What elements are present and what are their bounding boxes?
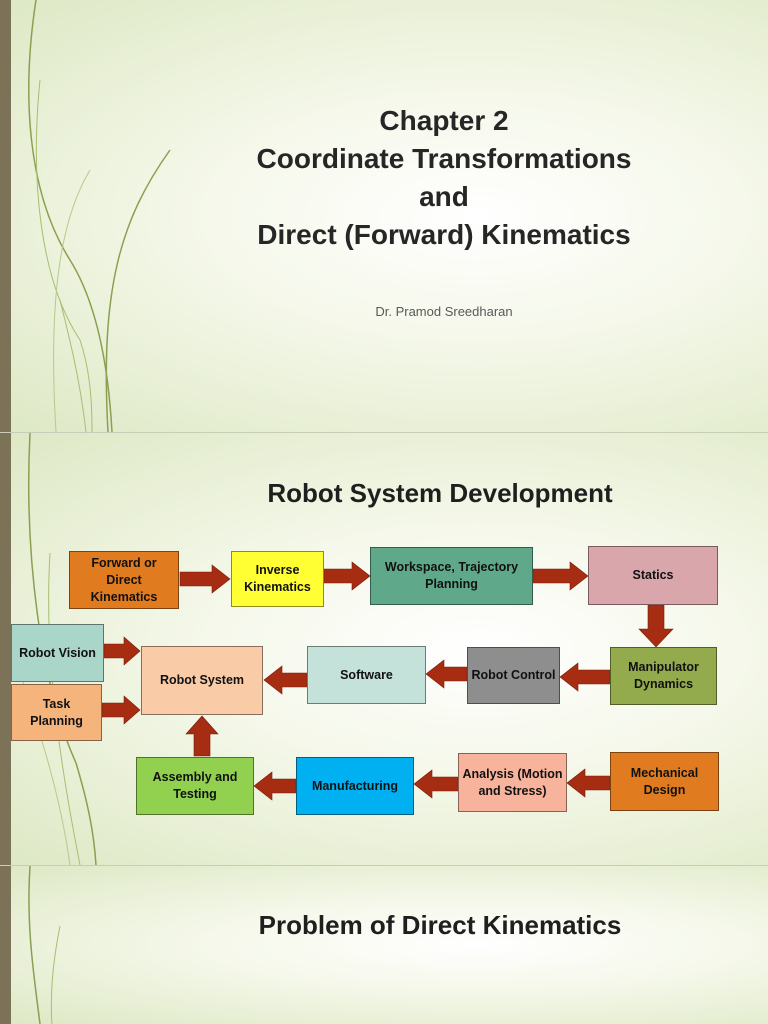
slide-direct-kinematics: Problem of Direct Kinematics (0, 866, 768, 1024)
slide-title-text: Problem of Direct Kinematics (258, 910, 622, 940)
arrow-right (103, 636, 141, 666)
title-line: Direct (Forward) Kinematics (257, 219, 631, 250)
slide-title: Chapter 2 Coordinate Transformations and… (0, 0, 768, 432)
arrow-right (179, 564, 231, 594)
box-manipulator-dynamics: Manipulator Dynamics (610, 647, 717, 705)
box-inverse-kinematics: Inverse Kinematics (231, 551, 324, 607)
title-line: Chapter 2 (379, 105, 509, 136)
title-line: Coordinate Transformations (256, 143, 632, 174)
arrow-up (185, 715, 219, 757)
box-robot-system: Robot System (141, 646, 263, 715)
left-bar (0, 0, 11, 432)
chapter-title: Chapter 2 Coordinate Transformations and… (160, 102, 728, 254)
arrow-right (101, 695, 141, 725)
box-workspace-trajectory: Workspace, Trajectory Planning (370, 547, 533, 605)
box-robot-control: Robot Control (467, 647, 560, 704)
slide-separator (0, 865, 768, 866)
flow-arrows (101, 561, 674, 801)
box-manufacturing: Manufacturing (296, 757, 414, 815)
arrow-left (425, 659, 468, 689)
box-forward-kinematics: Forward or Direct Kinematics (69, 551, 179, 609)
decorative-curves (28, 866, 61, 1024)
box-task-planning: Task Planning (11, 684, 102, 741)
box-analysis: Analysis (Motion and Stress) (458, 753, 567, 812)
slide-separator (0, 432, 768, 433)
slide-robot-system: Robot System Development (0, 433, 768, 865)
arrow-left (559, 662, 611, 692)
arrow-right (532, 561, 589, 591)
box-robot-vision: Robot Vision (11, 624, 104, 682)
decorative-curves (28, 0, 171, 432)
box-mechanical-design: Mechanical Design (610, 752, 719, 811)
title-line: and (419, 181, 469, 212)
arrow-down (638, 604, 674, 648)
arrow-left (566, 768, 611, 798)
box-statics: Statics (588, 546, 718, 605)
slide-title-text: Robot System Development (267, 478, 613, 508)
author-name: Dr. Pramod Sreedharan (375, 304, 513, 319)
arrow-left (413, 769, 459, 799)
left-bar (0, 433, 11, 865)
box-software: Software (307, 646, 426, 704)
left-bar (0, 866, 11, 1024)
box-assembly-testing: Assembly and Testing (136, 757, 254, 815)
arrow-left (253, 771, 297, 801)
arrow-left (263, 665, 308, 695)
arrow-right (323, 561, 371, 591)
